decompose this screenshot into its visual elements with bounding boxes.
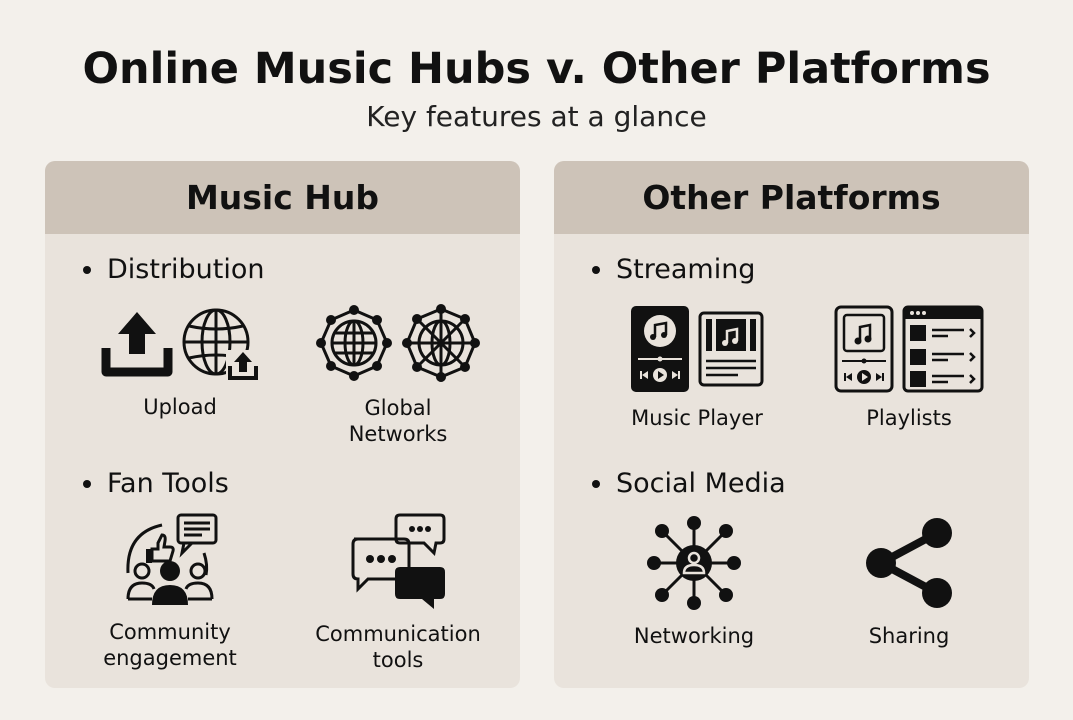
music-player-outline-icon (834, 305, 894, 393)
feature-community-engagement: Community engagement (90, 513, 250, 671)
feature-label: Playlists (866, 406, 952, 430)
feature-global-networks: Global Networks (303, 303, 493, 447)
album-card-icon (698, 311, 764, 387)
chat-bubbles-icon (348, 513, 448, 609)
section-distribution: Distribution (83, 254, 265, 285)
feature-label: Upload (143, 395, 217, 419)
section-social-media: Social Media (592, 468, 786, 499)
feature-label: Global Networks (348, 396, 448, 446)
bullet-icon (83, 479, 91, 488)
globe-network-icon (315, 304, 393, 382)
upload-icon (100, 308, 174, 380)
community-engagement-icon (122, 513, 218, 607)
share-icon (861, 515, 957, 611)
section-fan-tools: Fan Tools (83, 468, 229, 499)
feature-networking: Networking (614, 515, 774, 649)
feature-label: Community engagement (103, 620, 237, 670)
music-player-icon (630, 305, 690, 393)
feature-label: Music Player (631, 406, 763, 430)
feature-communication-tools: Communication tools (303, 513, 493, 673)
feature-music-player: Music Player (612, 305, 782, 431)
panel-title: Other Platforms (554, 161, 1029, 234)
feature-sharing: Sharing (839, 515, 979, 649)
globe-upload-icon (182, 306, 260, 382)
other-platforms-panel: Other Platforms Streaming (554, 161, 1029, 688)
feature-playlists: Playlists (819, 305, 999, 431)
bullet-icon (592, 265, 600, 274)
feature-label: Sharing (868, 624, 950, 648)
bullet-icon (83, 265, 91, 274)
section-streaming: Streaming (592, 254, 755, 285)
feature-label: Networking (633, 624, 755, 648)
feature-upload: Upload (95, 306, 265, 420)
globe-network-icon (401, 303, 481, 383)
page-title: Online Music Hubs v. Other Platforms (82, 44, 991, 94)
bullet-icon (592, 479, 600, 488)
page-subtitle: Key features at a glance (366, 100, 707, 133)
panel-title: Music Hub (45, 161, 520, 234)
feature-label: Communication tools (315, 622, 481, 672)
music-hub-panel: Music Hub Distribution (45, 161, 520, 688)
network-hub-icon (646, 515, 742, 611)
playlist-window-icon (902, 305, 984, 393)
